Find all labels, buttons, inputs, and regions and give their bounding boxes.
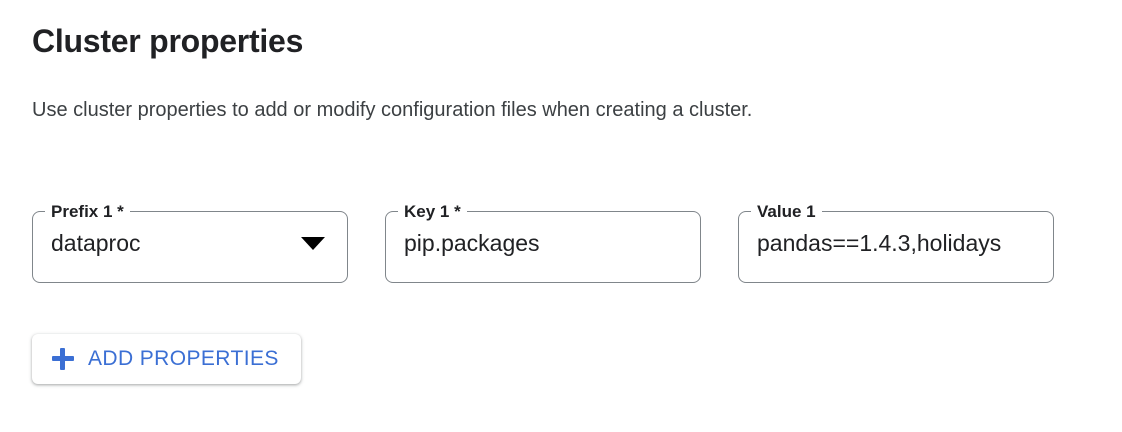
- add-properties-button[interactable]: ADD PROPERTIES: [32, 334, 301, 384]
- properties-row: Prefix 1 * dataproc Key 1 * pip.packages…: [32, 203, 1092, 285]
- value-1-value: pandas==1.4.3,holidays: [757, 230, 1002, 256]
- field-key-1[interactable]: Key 1 * pip.packages: [385, 203, 701, 283]
- plus-icon: [52, 348, 74, 370]
- value-1-input[interactable]: pandas==1.4.3,holidays: [739, 204, 1053, 282]
- field-value-1[interactable]: Value 1 pandas==1.4.3,holidays: [738, 203, 1054, 283]
- prefix-1-select[interactable]: dataproc: [33, 204, 347, 282]
- chevron-down-icon[interactable]: [301, 236, 325, 250]
- key-1-value: pip.packages: [404, 230, 540, 256]
- page-title: Cluster properties: [32, 23, 304, 59]
- key-1-input[interactable]: pip.packages: [386, 204, 700, 282]
- prefix-1-value: dataproc: [51, 230, 141, 256]
- add-properties-button-label: ADD PROPERTIES: [88, 347, 279, 370]
- field-prefix-1[interactable]: Prefix 1 * dataproc: [32, 203, 348, 283]
- page-description: Use cluster properties to add or modify …: [32, 99, 753, 121]
